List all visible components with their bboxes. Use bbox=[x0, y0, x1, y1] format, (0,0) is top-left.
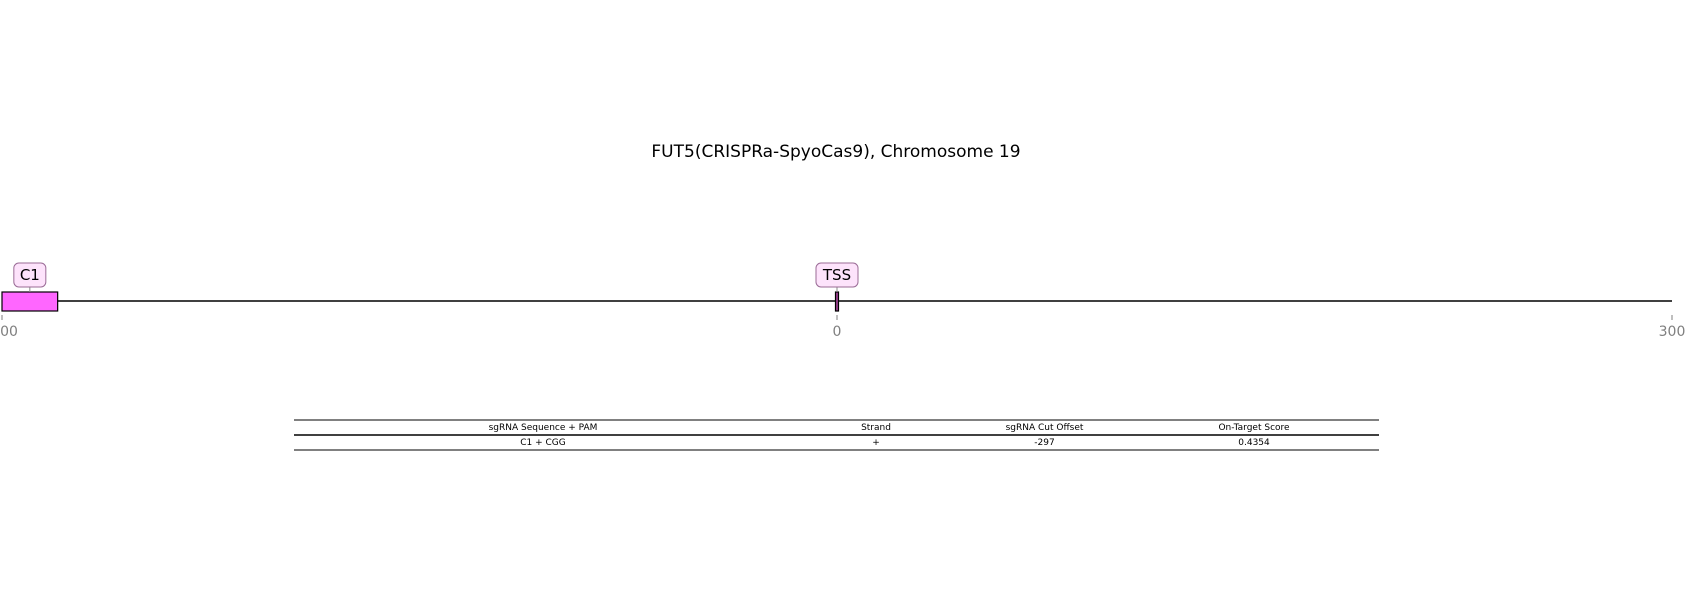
feature-c1-label: C1 bbox=[20, 266, 40, 284]
table-cell: C1 + CGG bbox=[520, 438, 566, 448]
feature-tss-label: TSS bbox=[822, 266, 851, 284]
table-cell: + bbox=[872, 438, 880, 448]
axis-tick-label: 0 bbox=[833, 324, 842, 340]
feature-c1-label-box bbox=[13, 262, 47, 288]
sgrna-table: sgRNA Sequence + PAM Strand sgRNA Cut Offs… bbox=[294, 419, 1379, 451]
chart-title: FUT5(CRISPRa-SpyoCas9), Chromosome 19 bbox=[651, 142, 1020, 162]
axis-tick-label: 300 bbox=[1659, 324, 1686, 340]
feature-tss-label-box bbox=[815, 262, 859, 288]
track-layer: -300 0 300 C1 TSS bbox=[0, 262, 1686, 340]
table-cell: -297 bbox=[1034, 438, 1054, 448]
table-header-cell: On-Target Score bbox=[1218, 423, 1290, 433]
feature-tss-box bbox=[834, 291, 840, 312]
table-header-cell: sgRNA Sequence + PAM bbox=[489, 423, 598, 433]
axis-tick-label: -300 bbox=[0, 324, 18, 340]
table-header-cell: sgRNA Cut Offset bbox=[1006, 423, 1084, 433]
feature-c1-box bbox=[1, 291, 59, 312]
table-header-cell: Strand bbox=[861, 423, 891, 433]
table-cell: 0.4354 bbox=[1238, 438, 1270, 448]
